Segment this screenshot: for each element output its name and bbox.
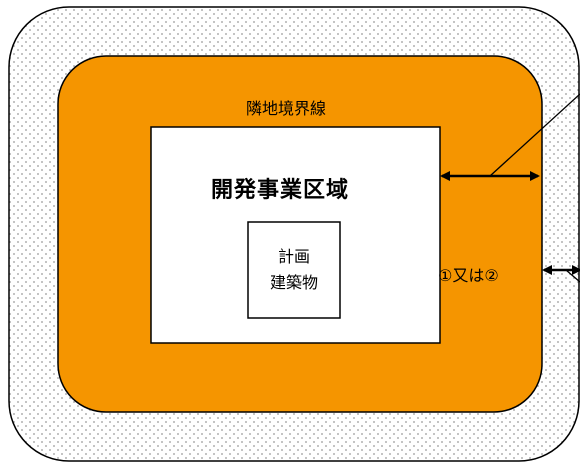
- planned-building-label-line1: 計画: [277, 247, 310, 266]
- boundary-line-label: 隣地境界線: [246, 99, 327, 118]
- planned-building-box: [247, 221, 341, 319]
- distance-condition-label: ①又は②: [438, 266, 499, 285]
- leader-line: [489, 93, 580, 177]
- planned-building-label-line2: 建築物: [269, 273, 318, 292]
- planned-building-label: 計画 建築物: [248, 222, 340, 318]
- distance-arrow-right-tail: [565, 269, 580, 283]
- development-area-label: 開発事業区域: [211, 178, 350, 203]
